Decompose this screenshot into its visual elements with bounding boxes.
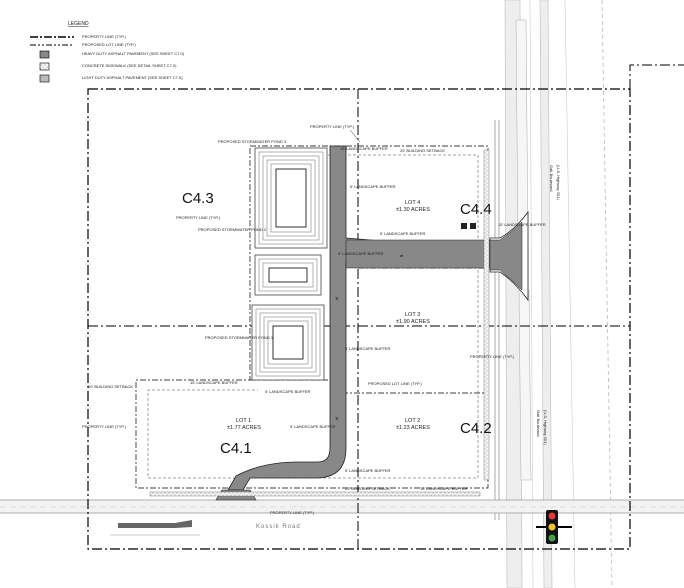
buffer-label-lot3: 5' LANDSCAPE BUFFER [345,346,391,351]
pond-2-label: PROPOSED STORMWATER POND 2 [198,227,267,232]
property-line-label-southwest: PROPERTY LINE (TYP.) [82,424,127,429]
lot-2-area: ±1.23 ACRES [396,425,430,431]
buffer-label-lot4: 5' LANDSCAPE BUFFER [350,184,396,189]
kossik-road: Kossik Road [0,499,684,536]
setback-label-south: 25' BUILDING SETBACK [345,486,390,491]
pond-1-label: PROPOSED STORMWATER POND 1 [205,335,274,340]
kossik-sidewalk [149,491,481,497]
sheet-label-c4-2: C4.2 [460,420,492,437]
lot-1-area: ±1.77 ACRES [227,425,261,431]
property-line-label-east: PROPERTY LINE (TYP.) [470,354,515,359]
annotations: PROPERTY LINE (TYP.) 15' LANDSCAPE BUFFE… [82,124,546,515]
lane-arrows-east: ⇄ [400,253,404,258]
access-drive: ⇄ ⇅ ⇅ [215,145,529,501]
galt-blvd-label-south: Galt Boulevard [536,410,541,436]
buffer-label-lot1: 15' LANDSCAPE BUFFER [190,380,238,385]
galt-boulevard: Galt Boulevard (U.S. Highway 301) Galt B… [494,0,613,588]
property-line-label-north: PROPERTY LINE (TYP.) [310,124,355,129]
buffer-label-east: 15' LANDSCAPE BUFFER [498,222,546,227]
stormwater-pond-1 [251,304,325,381]
lane-arrows-south: ⇅ [335,416,339,421]
lot-2-name: LOT 2 [405,418,420,424]
stormwater-pond-3 [254,147,328,249]
legend-item-property-line: PROPERTY LINE (TYP.) [82,34,127,39]
legend-light-asphalt-swatch [39,74,50,83]
buffer-label-drive: 5' LANDSCAPE BUFFER [338,251,384,256]
legend-item-heavy-asphalt: HEAVY DUTY ASPHALT PAVEMENT (SEE SHEET C… [82,51,185,56]
lot-3-area: ±1.90 ACRES [396,319,430,325]
lot-4-area: ±1.30 ACRES [396,207,430,213]
sheet-label-c4-4: C4.4 [460,201,492,218]
legend-item-sidewalk: CONCRETE SIDEWALK (SEE DETAIL SHEET C7.0… [82,63,177,68]
property-line-label-west: PROPERTY LINE (TYP.) [176,215,221,220]
buffer-label-lot4-south: 5' LANDSCAPE BUFFER [380,231,426,236]
lot-3-name: LOT 3 [405,312,420,318]
lane-arrows-north: ⇅ [335,296,339,301]
property-boundary [87,64,684,550]
traffic-signal-icon [536,510,572,544]
stormwater-pond-2 [254,254,322,296]
buffer-label-lot2: 5' LANDSCAPE BUFFER [345,468,391,473]
sheet-label-c4-3: C4.3 [182,190,214,207]
frontage-sidewalk [483,149,490,481]
legend-sidewalk-swatch [39,62,50,71]
dumpster-icon [470,223,476,229]
legend-item-light-asphalt: LIGHT DUTY ASPHALT PAVEMENT (SEE SHEET C… [82,75,183,80]
lot-1-name: LOT 1 [236,418,251,424]
setback-label-north: 25' BUILDING SETBACK [400,148,445,153]
buffer-label-lot1-east: 5' LANDSCAPE BUFFER [265,389,311,394]
sheet-label-c4-1: C4.1 [220,440,252,457]
lot-line-label: PROPOSED LOT LINE (TYP.) [368,381,422,386]
kossik-road-label: Kossik Road [256,524,301,530]
legend: LEGEND PROPERTY LINE (TYP.) PROPOSED LOT… [30,21,185,83]
lot-4-name: LOT 4 [405,200,420,206]
buffer-label-south: 15' LANDSCAPE BUFFER [420,486,468,491]
setback-label-west: 20' BUILDING SETBACK [88,384,133,389]
pond-3-label: PROPOSED STORMWATER POND 3 [218,139,287,144]
galt-hwy-label-north: (U.S. Highway 301) [556,165,561,200]
dumpster-icon [461,223,467,229]
galt-blvd-label-north: Galt Boulevard [549,165,554,191]
legend-title: LEGEND [68,21,89,27]
legend-heavy-asphalt-swatch [39,50,50,59]
legend-item-lot-line: PROPOSED LOT LINE (TYP.) [82,42,136,47]
buffer-label-drive-south: 5' LANDSCAPE BUFFER [290,424,336,429]
buffer-label-north: 15' LANDSCAPE BUFFER [340,146,388,151]
property-line-label-south: PROPERTY LINE (TYP.) [270,510,315,515]
galt-hwy-label-south: (U.S. Highway 301) [543,410,548,445]
